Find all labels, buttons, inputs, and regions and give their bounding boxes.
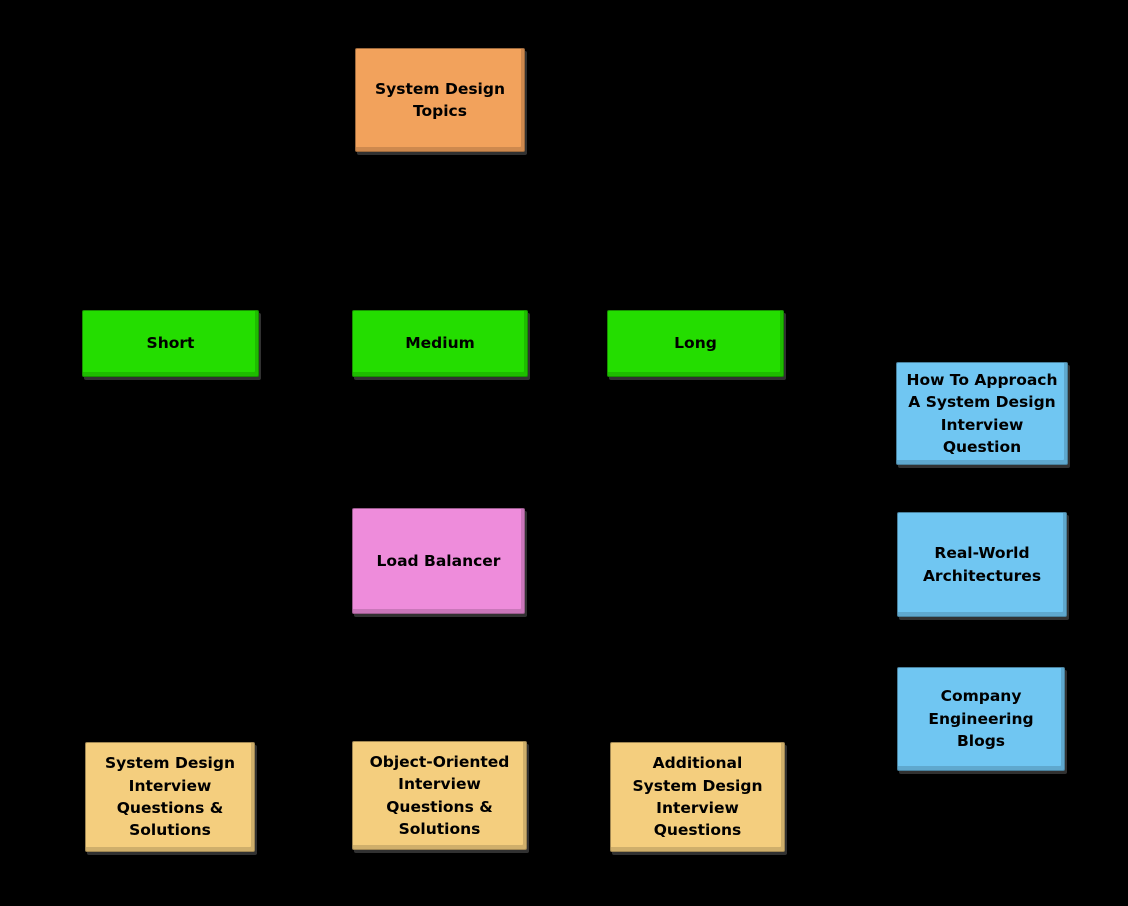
node-label: Long [674,334,717,353]
node-label: Medium [405,334,475,353]
node-label: Real-World Architectures [922,544,1042,585]
node-label: Company Engineering Blogs [928,687,1034,751]
node-company-engineering-blogs: Company Engineering Blogs [897,667,1065,771]
node-label: How To Approach A System Design Intervie… [906,370,1058,456]
node-how-to-approach-interview-question: How To Approach A System Design Intervie… [896,362,1068,465]
node-short: Short [82,310,259,377]
node-label: System Design Topics [374,79,505,120]
node-label: Load Balancer [376,551,501,570]
node-label: Short [146,334,195,353]
node-load-balancer: Load Balancer [352,508,525,614]
node-object-oriented-interview-questions: Object-Oriented Interview Questions & So… [352,741,527,850]
node-label: System Design Interview Questions & Solu… [104,754,235,840]
node-label: Additional System Design Interview Quest… [632,754,763,840]
node-real-world-architectures: Real-World Architectures [897,512,1067,617]
node-system-design-topics: System Design Topics [355,48,525,152]
node-medium: Medium [352,310,528,377]
node-label: Object-Oriented Interview Questions & So… [369,752,510,838]
node-system-design-interview-questions: System Design Interview Questions & Solu… [85,742,255,852]
node-long: Long [607,310,784,377]
node-additional-system-design-questions: Additional System Design Interview Quest… [610,742,785,852]
